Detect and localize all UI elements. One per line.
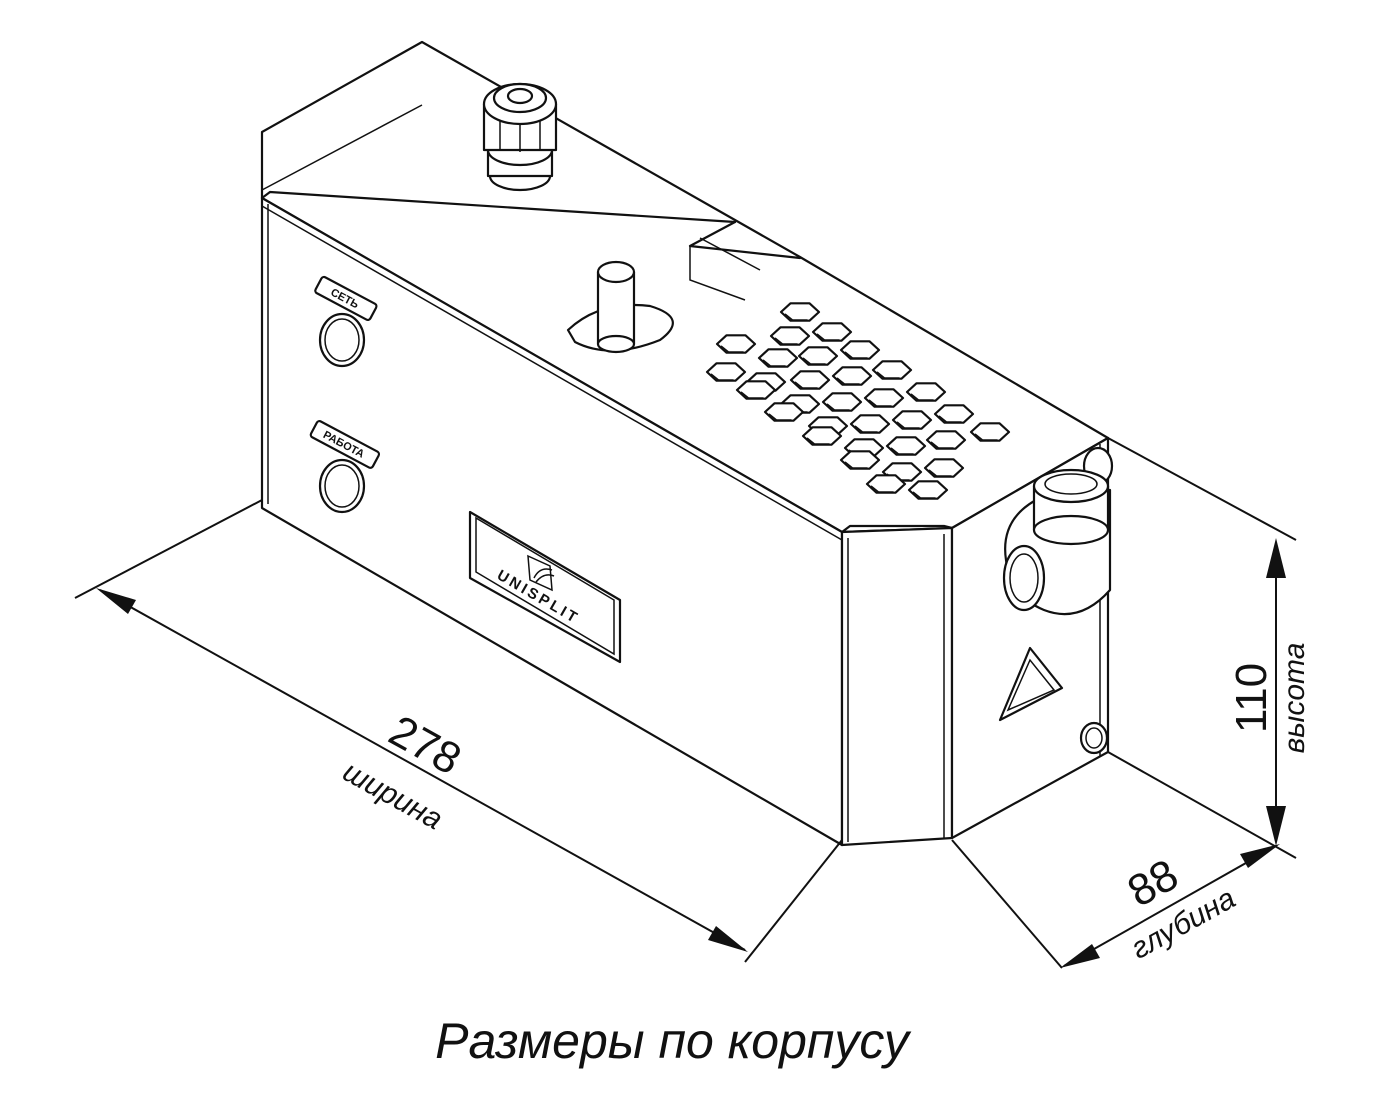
vent-hole [821,392,863,412]
vent-hole [885,436,927,456]
vent-hole-edge [740,391,764,399]
vent-hole [923,458,965,478]
vent-hole [933,404,975,424]
vent-hole [865,474,907,494]
vent-hole-edge [844,351,868,359]
corner-chamfer [840,526,954,847]
vent-hole [969,422,1011,442]
vent-hole-edge [844,461,868,469]
vent-hole-edge [816,333,840,341]
depth-value: 88 [1120,850,1187,917]
vent-hole-edge [768,413,792,421]
vent-hole [907,480,949,500]
vent-hole-edge [876,371,900,379]
vent-hole-edge [774,337,798,345]
vent-hole-edge [974,433,998,441]
vent-hole [863,388,905,408]
vent-hole [871,360,913,380]
vent-hole-edge [826,403,850,411]
vent-hole-edge [870,485,894,493]
vent-hole [735,380,777,400]
vent-hole-edge [836,377,860,385]
vent-hole-edge [762,359,786,367]
vent-hole [797,346,839,366]
vent-hole-edge [854,425,878,433]
vent-hole [757,348,799,368]
width-value: 278 [381,706,469,784]
vent-hole-edge [910,393,934,401]
caption: Размеры по корпусу [435,1013,912,1069]
vent-hole [801,426,843,446]
vent-hole [779,302,821,322]
vent-hole-edge [930,441,954,449]
vent-hole-edge [710,373,734,381]
vent-hole-edge [868,399,892,407]
logo-mark-icon [527,554,555,592]
vent-hole-edge [784,313,808,321]
vent-hole [763,402,805,422]
vent-hole [839,450,881,470]
outlet-elbow [1002,446,1114,616]
vent-hole-edge [802,357,826,365]
vent-hole-edge [896,421,920,429]
screw-icon [1079,721,1109,755]
cable-gland [482,82,558,192]
vent-hole-edge [720,345,744,353]
vent-hole [715,334,757,354]
inlet-nozzle [566,260,674,354]
pump-unit [260,40,1110,847]
vent-hole-edge [928,469,952,477]
vent-grille [705,302,1011,500]
vent-hole [891,410,933,430]
vent-hole-edge [938,415,962,423]
vent-hole-edge [912,491,936,499]
logo-plate: UNISPLIT [468,510,622,664]
vent-hole [705,362,747,382]
vent-hole [839,340,881,360]
vent-hole [905,382,947,402]
vent-hole-edge [794,381,818,389]
vent-hole [925,430,967,450]
warning-triangle-icon [998,646,1064,722]
vent-hole [849,414,891,434]
dimension-height: 110 высота [1107,437,1311,846]
height-label: высота [1278,643,1311,754]
vent-hole [789,370,831,390]
vent-hole-edge [890,447,914,455]
vent-hole [811,322,853,342]
height-value: 110 [1227,663,1276,733]
vent-hole [769,326,811,346]
vent-hole-edge [806,437,830,445]
vent-hole [831,366,873,386]
